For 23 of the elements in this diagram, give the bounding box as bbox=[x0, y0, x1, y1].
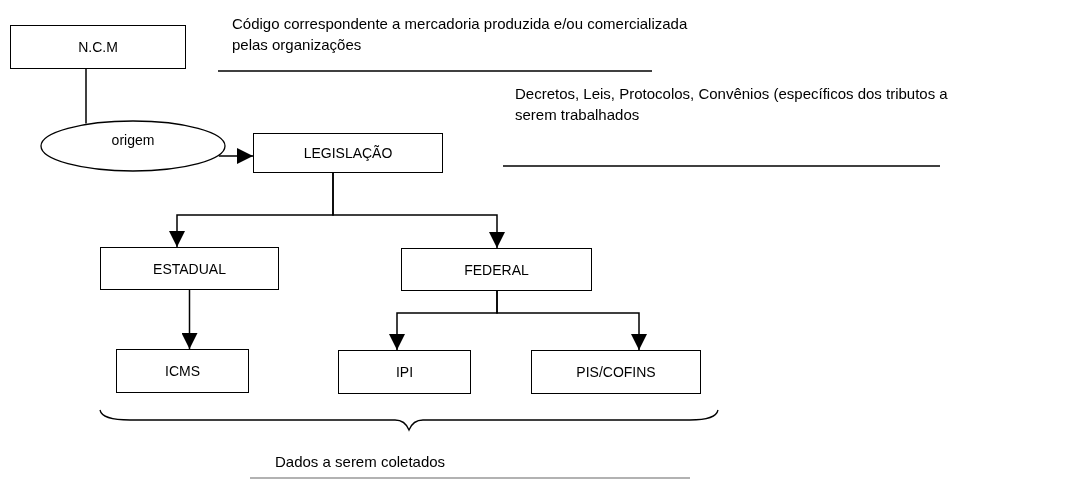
process-box bbox=[116, 349, 249, 393]
arrow bbox=[496, 290, 647, 351]
node-label: FEDERAL bbox=[464, 261, 529, 278]
node-label: PIS/COFINS bbox=[576, 364, 656, 380]
arrow bbox=[218, 148, 254, 164]
node-label: N.C.M bbox=[78, 39, 118, 55]
arrow bbox=[332, 172, 505, 249]
process-box bbox=[10, 25, 186, 69]
node-label: ICMS bbox=[165, 363, 200, 379]
process-box bbox=[338, 350, 471, 394]
process-box bbox=[100, 247, 279, 290]
arrow bbox=[181, 289, 198, 350]
node-label: origem bbox=[111, 132, 155, 148]
node-label: ESTADUAL bbox=[153, 260, 226, 277]
ellipse-shape bbox=[40, 120, 226, 172]
node-label: IPI bbox=[395, 364, 414, 380]
process-box bbox=[253, 133, 443, 173]
note-text: Dados a serem coletados bbox=[275, 452, 447, 472]
node-label: LEGISLAÇÃO bbox=[303, 145, 393, 161]
note-text: Decretos, Leis, Protocolos, Convênios (específicos dos tributos a serem trabalhados bbox=[515, 84, 949, 125]
process-box bbox=[401, 248, 592, 291]
process-box bbox=[531, 350, 701, 394]
note-text: Código correspondente a mercadoria produzida e/ou comercializada pelas organizações bbox=[232, 14, 689, 55]
